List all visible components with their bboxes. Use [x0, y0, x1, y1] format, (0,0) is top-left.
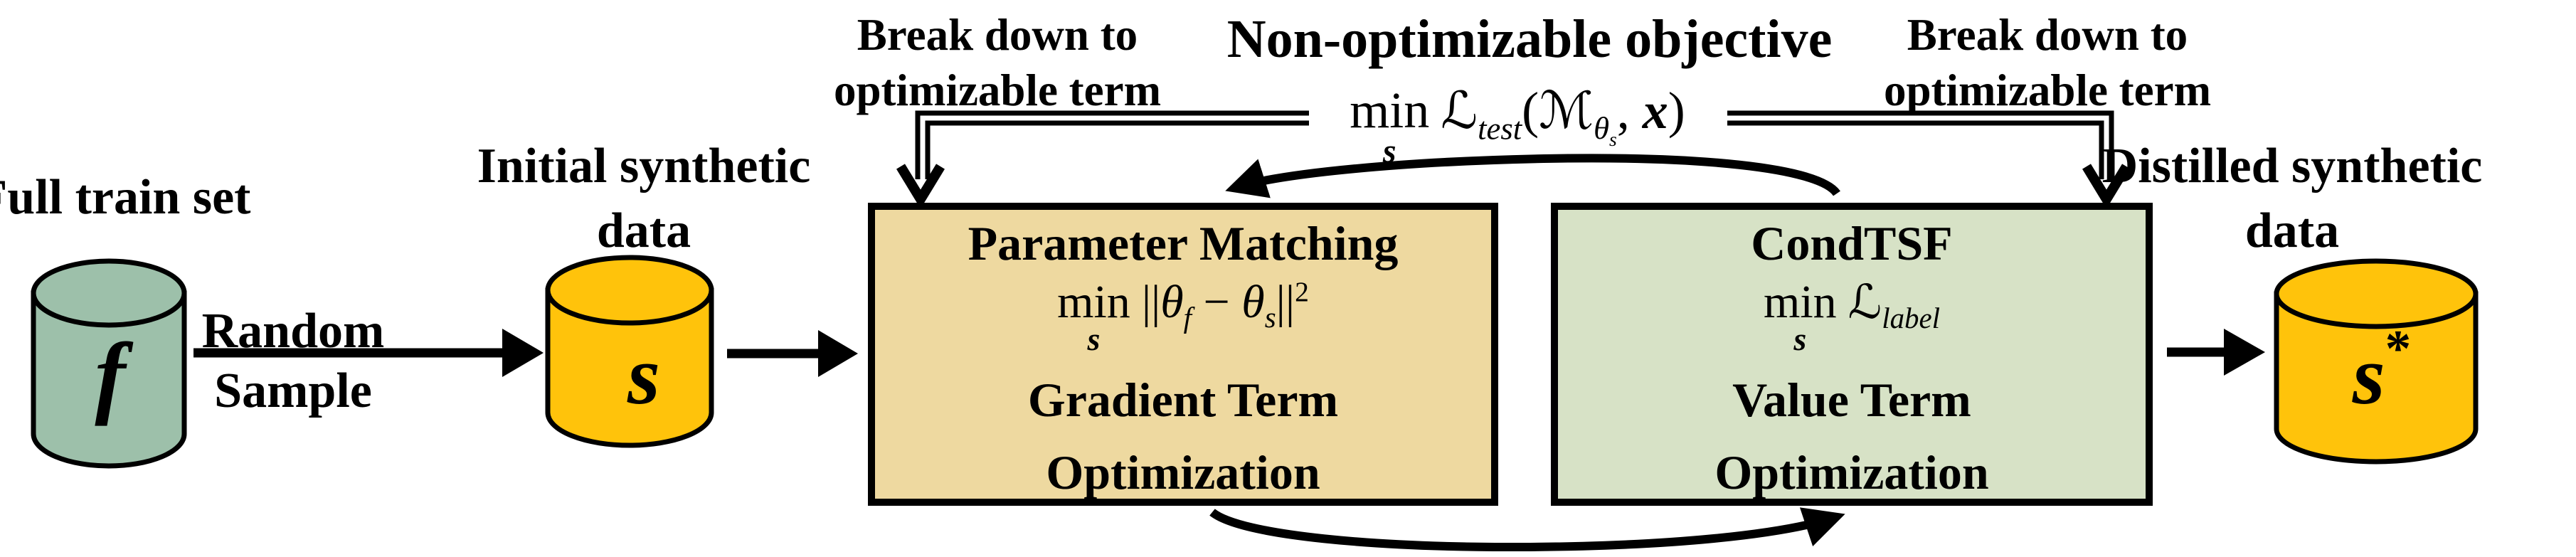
break-down-left-line2: optimizable term: [833, 65, 1162, 116]
loop-arrow-top: [1225, 154, 1840, 198]
initial-synthetic-letter: s: [627, 329, 660, 422]
arrow-head: [2224, 329, 2265, 376]
break-down-right-line2: optimizable term: [1883, 65, 2212, 116]
loop-arrow-bottom: [1209, 507, 1845, 552]
double-line-outer: [1727, 110, 2114, 179]
objective-formula: min s ℒtest(ℳθs, x): [1350, 80, 1685, 170]
min-operator: min s: [1350, 82, 1430, 170]
cylinder-body: [31, 290, 187, 469]
parameter-matching-title: Parameter Matching: [968, 216, 1399, 270]
random-label: Random: [201, 304, 385, 359]
cylinder-top: [2274, 258, 2479, 329]
initial-synthetic-data-label: Initial synthetic data: [477, 134, 811, 263]
parameter-matching-formula: min s ||θf − θs||2: [1057, 277, 1309, 357]
break-down-left-line1: Break down to: [857, 10, 1138, 60]
double-line-inner: [1727, 120, 2104, 179]
random-sample-arrow: [194, 329, 544, 377]
initial-synthetic-line2: data: [596, 203, 691, 258]
condtsf-box: CondTSF min s ℒlabel Value Term Optimiza…: [1551, 203, 2153, 506]
arrow-head: [818, 330, 858, 377]
distilled-synthetic-line2: data: [2244, 203, 2340, 258]
box-to-distilled-arrow: [2167, 329, 2265, 376]
chevron-arrow-head: [896, 164, 945, 209]
initial-synthetic-cylinder: [545, 255, 714, 448]
full-train-set-label: Full train set: [0, 170, 251, 225]
double-line-inner: [925, 120, 1309, 179]
chevron-arrow-head: [2082, 164, 2131, 209]
break-down-right-line1: Break down to: [1907, 10, 2188, 60]
min-operator: min s: [1763, 276, 1837, 358]
distilled-letter-star: *: [2385, 319, 2412, 377]
cylinder-body: [2274, 291, 2479, 465]
break-down-left-double-arrow: [896, 110, 1309, 209]
distilled-synthetic-letter: s*: [2352, 322, 2412, 424]
condtsf-formula: min s ℒlabel: [1764, 277, 1940, 357]
condtsf-optimization-label: Optimization: [1714, 445, 1989, 499]
test-loss-expression: ℒtest(ℳθs, x): [1441, 80, 1685, 151]
parameter-matching-box: Parameter Matching min s ||θf − θs||2 Gr…: [868, 203, 1498, 506]
gradient-term-label: Gradient Term: [1027, 373, 1339, 427]
break-down-left-label: Break down to optimizable term: [834, 7, 1161, 118]
sample-label: Sample: [214, 364, 372, 418]
min-operator: min s: [1057, 276, 1130, 358]
distilled-synthetic-line1: Distilled synthetic: [2101, 139, 2483, 193]
value-term-label: Value Term: [1732, 373, 1971, 427]
distilled-synthetic-cylinder: [2274, 258, 2479, 465]
full-train-set-letter: f: [95, 324, 126, 427]
double-line-outer: [915, 110, 1309, 179]
non-optimizable-objective-title: Non-optimizable objective: [1226, 9, 1833, 69]
break-down-right-double-arrow: [1727, 110, 2131, 209]
arrow-head: [502, 329, 544, 377]
break-down-right-label: Break down to optimizable term: [1884, 7, 2211, 118]
cylinder-top: [31, 258, 187, 328]
full-train-set-cylinder: [31, 258, 187, 469]
cylinder-top: [545, 255, 714, 326]
parameter-matching-optimization-label: Optimization: [1046, 445, 1320, 499]
label-loss-expression: ℒlabel: [1848, 275, 1941, 335]
cylinder-body: [545, 287, 714, 448]
distilled-synthetic-data-label: Distilled synthetic data: [2102, 134, 2483, 263]
distilled-letter-base: s: [2352, 329, 2385, 422]
condtsf-title: CondTSF: [1751, 216, 1953, 270]
initial-synthetic-line1: Initial synthetic: [477, 139, 811, 193]
norm-expression: ||θf − θs||2: [1141, 276, 1309, 334]
initial-to-box-arrow: [727, 330, 858, 377]
model-subscript: θs: [1594, 110, 1617, 151]
